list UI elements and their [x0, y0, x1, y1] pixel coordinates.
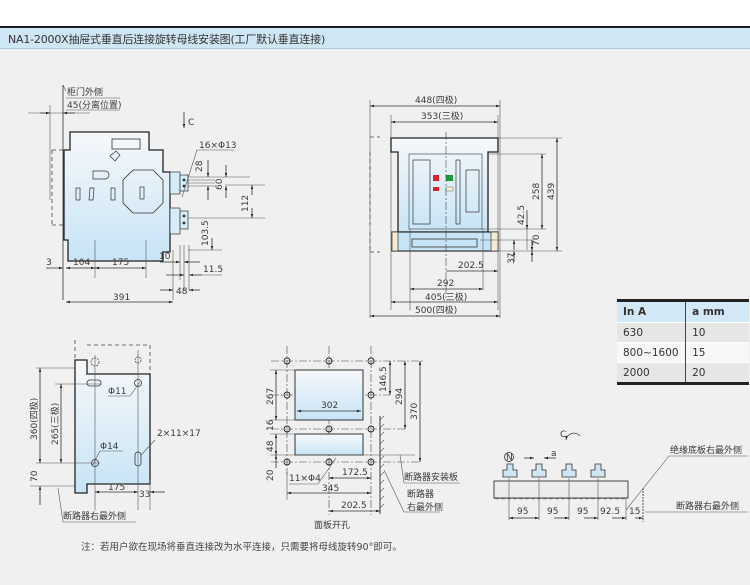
dim-70-mount: 70: [30, 470, 40, 482]
footnote: 注：若用户欲在现场将垂直连接改为水平连接，只需要将母线旋转90°即可。: [81, 542, 402, 553]
insulation-right-label: 绝缘底板右最外侧: [670, 444, 742, 456]
col-header-in: In A: [617, 300, 687, 323]
dim-202-5-front: 202.5: [458, 261, 484, 271]
table-row: 2000 20: [617, 362, 749, 384]
table-header-row: In A a mm: [617, 300, 749, 323]
cell-in: 2000: [617, 362, 687, 384]
mount-view: 360(四极) 265(三极) 70 Φ11 Φ14 2×11×17 175 3…: [28, 340, 201, 523]
phi11-label: Φ11: [108, 387, 127, 397]
dim-360: 360(四极): [28, 398, 40, 440]
red-indicator-top: [433, 175, 439, 181]
cream-indicator: [445, 186, 454, 192]
side-view: 柜门外侧 45(分离位置) C 16×Φ13: [28, 84, 265, 304]
dim-37: 37: [507, 253, 517, 264]
dim-146-5: 146.5: [379, 366, 389, 392]
page-title: NA1-2000X抽屉式垂直后连接旋转母线安装图(工厂默认垂直连接): [8, 33, 326, 46]
mount-plate-label: 断路器安装板: [404, 471, 458, 483]
dim-48-panel: 48: [266, 440, 276, 452]
table-row: 630 10: [617, 322, 749, 343]
dim-3: 3: [46, 258, 52, 268]
panel-cutout-view: 267 16 48 20 146.5 294 370 302 172.5 345…: [266, 346, 460, 531]
green-indicator: [446, 175, 453, 181]
dim-391: 391: [113, 293, 130, 303]
rating-table: In A a mm 630 10 800~1600 15 2000 20: [617, 299, 749, 385]
dim-345: 345: [322, 484, 339, 494]
cell-in: 800~1600: [617, 342, 687, 363]
front-view: 448(四极) 353(三极) 439 258 42.5 70 37 202.5…: [369, 94, 562, 318]
dim-353: 353(三极): [421, 110, 463, 122]
dim-11-5: 11.5: [203, 265, 223, 275]
dim-175: 175: [112, 258, 129, 268]
panel-cutout-caption: 面板开孔: [314, 519, 350, 531]
breaker-label-2: 右最外侧: [407, 501, 443, 513]
dim-10: 10: [159, 252, 171, 262]
dim-92-5: 92.5: [600, 507, 620, 517]
red-indicator-bottom: [433, 187, 439, 191]
dim-103-5: 103.5: [201, 220, 211, 246]
cell-a: 15: [685, 342, 749, 363]
dim-33: 33: [139, 490, 150, 500]
cell-in: 630: [617, 322, 687, 343]
dim-258: 258: [532, 183, 542, 200]
dim-448: 448(四极): [415, 94, 457, 106]
cell-a: 20: [685, 362, 749, 384]
dim-28: 28: [195, 160, 205, 172]
title-bar: NA1-2000X抽屉式垂直后连接旋转母线安装图(工厂默认垂直连接): [0, 28, 750, 49]
a-label: a: [551, 449, 557, 459]
dim-20: 20: [266, 469, 276, 481]
breaker-right-label-busbar: 断路器右最外侧: [676, 500, 739, 512]
neutral-label: N: [506, 453, 513, 463]
busbar-view: N a C 95 95 95 92.5 15 绝缘底板右最外侧 断路器右最外侧: [493, 430, 748, 522]
slot-label: 2×11×17: [157, 429, 201, 439]
phi14-label: Φ14: [100, 442, 119, 452]
dim-95-2: 95: [547, 507, 558, 517]
view-c-busbar: C: [560, 430, 566, 440]
dim-302: 302: [321, 401, 338, 411]
dim-370: 370: [410, 403, 420, 420]
dim-15: 15: [629, 507, 640, 517]
cell-a: 10: [685, 322, 749, 343]
dim-70: 70: [532, 234, 542, 246]
dim-95-1: 95: [517, 507, 528, 517]
holes-label: 16×Φ13: [199, 141, 237, 151]
dim-500: 500(四极): [415, 304, 457, 316]
dim-112: 112: [241, 195, 251, 212]
breaker-right-label: 断路器右最外侧: [63, 510, 126, 522]
dim-95-3: 95: [577, 507, 588, 517]
breaker-label-1: 断路器: [407, 488, 434, 500]
separate-position-label: 45(分离位置): [67, 99, 121, 111]
dim-202-5-panel: 202.5: [341, 501, 367, 511]
dim-294: 294: [395, 388, 405, 405]
dim-292: 292: [437, 279, 454, 289]
holes-11-label: 11×Φ4: [289, 474, 321, 484]
view-c-label: C: [188, 118, 194, 128]
dim-175-mount: 175: [108, 483, 125, 493]
dim-405: 405(三极): [425, 291, 467, 303]
mounting-holes: [283, 357, 375, 466]
busbar-terminals: [502, 463, 606, 478]
dim-172-5: 172.5: [342, 468, 368, 478]
table-row: 800~1600 15: [617, 342, 749, 363]
dim-267: 267: [266, 388, 276, 405]
dim-16: 16: [266, 419, 276, 431]
top-rule: [0, 26, 750, 28]
door-outside-label: 柜门外侧: [67, 86, 103, 98]
dim-60: 60: [215, 178, 225, 190]
dim-42-5: 42.5: [517, 205, 527, 225]
dim-439: 439: [547, 183, 557, 200]
col-header-a: a mm: [685, 300, 749, 323]
dim-104: 104: [73, 258, 90, 268]
dim-265: 265(三极): [49, 403, 61, 445]
dim-48: 48: [176, 287, 188, 297]
